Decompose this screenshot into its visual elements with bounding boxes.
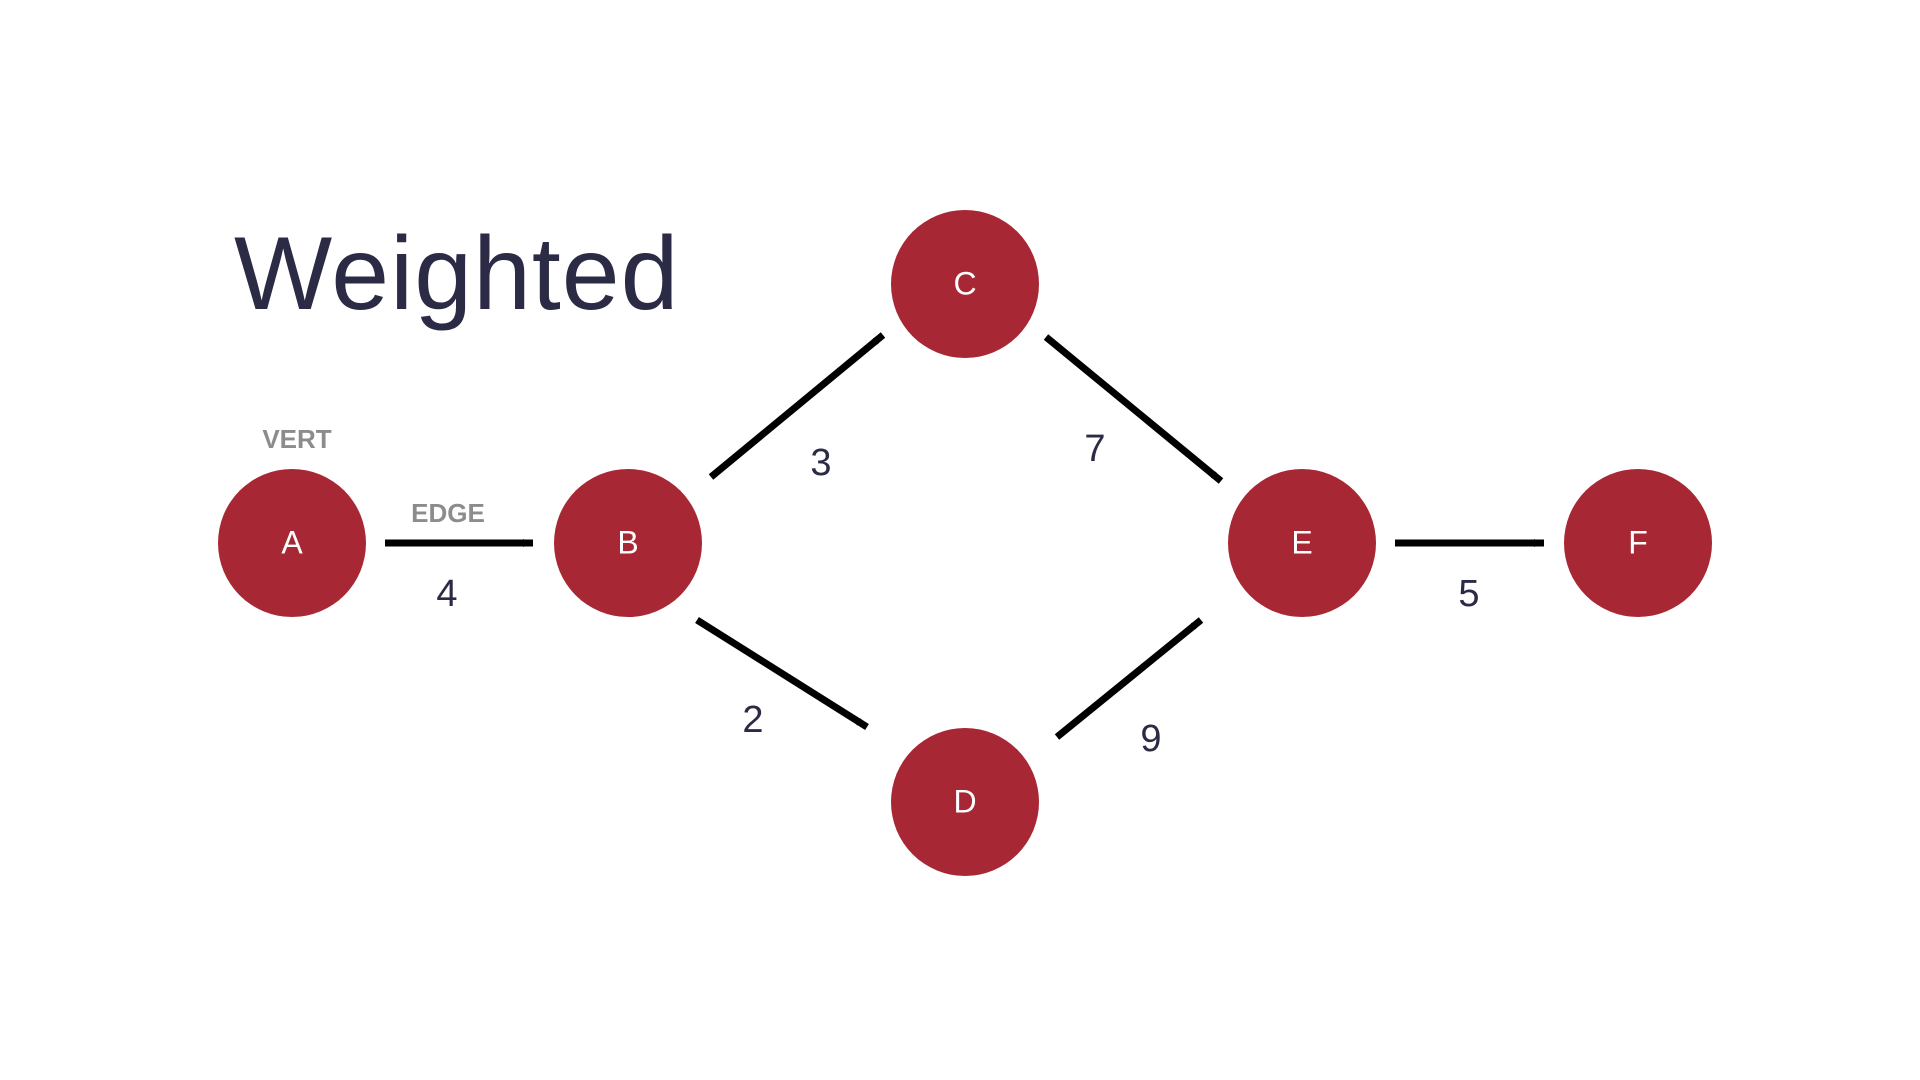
node-e-label: E <box>1291 524 1312 560</box>
edge-e-f-weight: 5 <box>1458 573 1479 615</box>
node-b-circle <box>554 469 702 617</box>
node-a-label: A <box>281 524 303 560</box>
nodes-layer: A B C D E F <box>218 210 1712 876</box>
edge-a-b-weight: 4 <box>436 573 457 615</box>
node-d-circle <box>891 728 1039 876</box>
slide-title: Weighted <box>234 216 680 332</box>
node-f-label: F <box>1628 524 1648 560</box>
node-c-circle <box>891 210 1039 358</box>
edge-b-d-arrow <box>695 617 869 730</box>
edge-annotation: EDGE <box>411 498 485 528</box>
edge-d-e-arrow <box>1054 617 1204 740</box>
vertex-annotation: VERT <box>262 424 332 454</box>
edge-c-e-weight: 7 <box>1084 428 1105 470</box>
node-f: F <box>1564 469 1712 617</box>
edges-layer: 4 3 2 7 9 5 <box>385 332 1544 760</box>
edge-b-c-weight: 3 <box>810 442 831 484</box>
edge-c-e-arrow <box>1043 334 1224 484</box>
edge-b-c-arrow <box>708 332 886 480</box>
edge-b-d-weight: 2 <box>742 699 763 741</box>
node-d: D <box>891 728 1039 876</box>
node-d-label: D <box>953 783 976 819</box>
node-c-label: C <box>953 265 976 301</box>
node-c: C <box>891 210 1039 358</box>
node-e: E <box>1228 469 1376 617</box>
node-a: A <box>218 469 366 617</box>
node-f-circle <box>1564 469 1712 617</box>
node-b-label: B <box>617 524 638 560</box>
edge-d-e-weight: 9 <box>1140 718 1161 760</box>
node-e-circle <box>1228 469 1376 617</box>
node-b: B <box>554 469 702 617</box>
node-a-circle <box>218 469 366 617</box>
